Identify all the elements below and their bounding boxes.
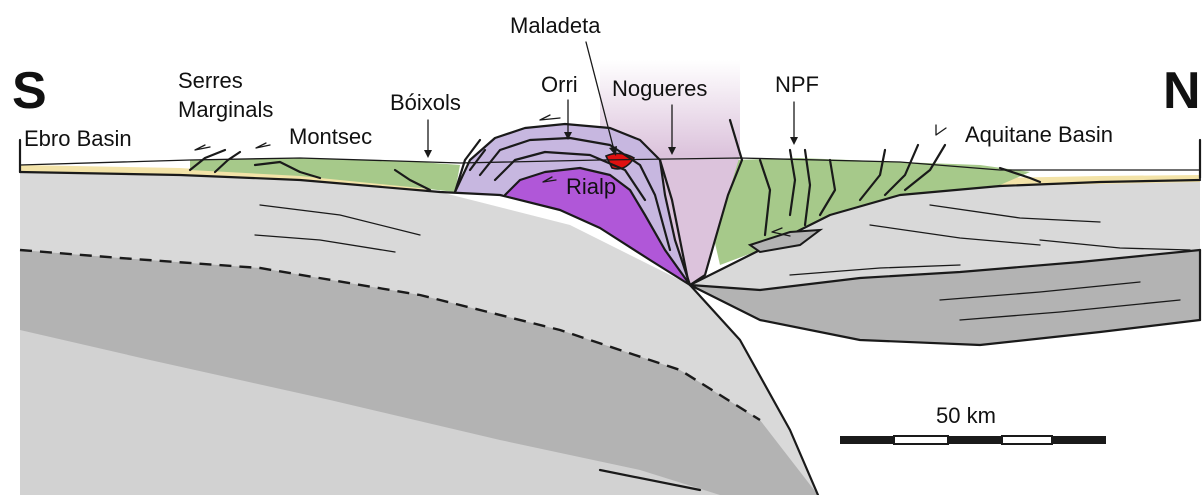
thrust-sense-1 [195,145,210,150]
nogueres-label: Nogueres [612,76,707,101]
orri-label: Orri [541,72,578,97]
direction-north: N [1163,62,1201,120]
montsec-label: Montsec [289,124,372,149]
boixols-arrowhead [424,150,432,158]
scale-bar-segment-3 [948,436,1002,444]
npf-label: NPF [775,72,819,97]
thrust-sense-5 [936,125,946,135]
npf-arrowhead [790,137,798,145]
rialp-label: Rialp [566,174,616,199]
scale-bar-label: 50 km [936,403,996,428]
thrust-sense-2 [256,143,270,148]
scale-bar-segment-2 [894,436,948,444]
boixols-label: Bóixols [390,90,461,115]
scale-bar: 50 km [840,403,1106,444]
scale-bar-segment-1 [840,436,894,444]
maladeta-label: Maladeta [510,13,601,38]
aquitane-basin-label: Aquitane Basin [965,122,1113,147]
ebro-basin-label: Ebro Basin [24,126,132,151]
scale-bar-segment-5 [1052,436,1106,444]
thrust-sense-3 [540,115,560,120]
direction-south: S [12,62,47,120]
serres-marginals-line1: Serres [178,68,243,93]
serres-marginals-line2: Marginals [178,97,273,122]
scale-bar-segment-4 [1002,436,1052,444]
